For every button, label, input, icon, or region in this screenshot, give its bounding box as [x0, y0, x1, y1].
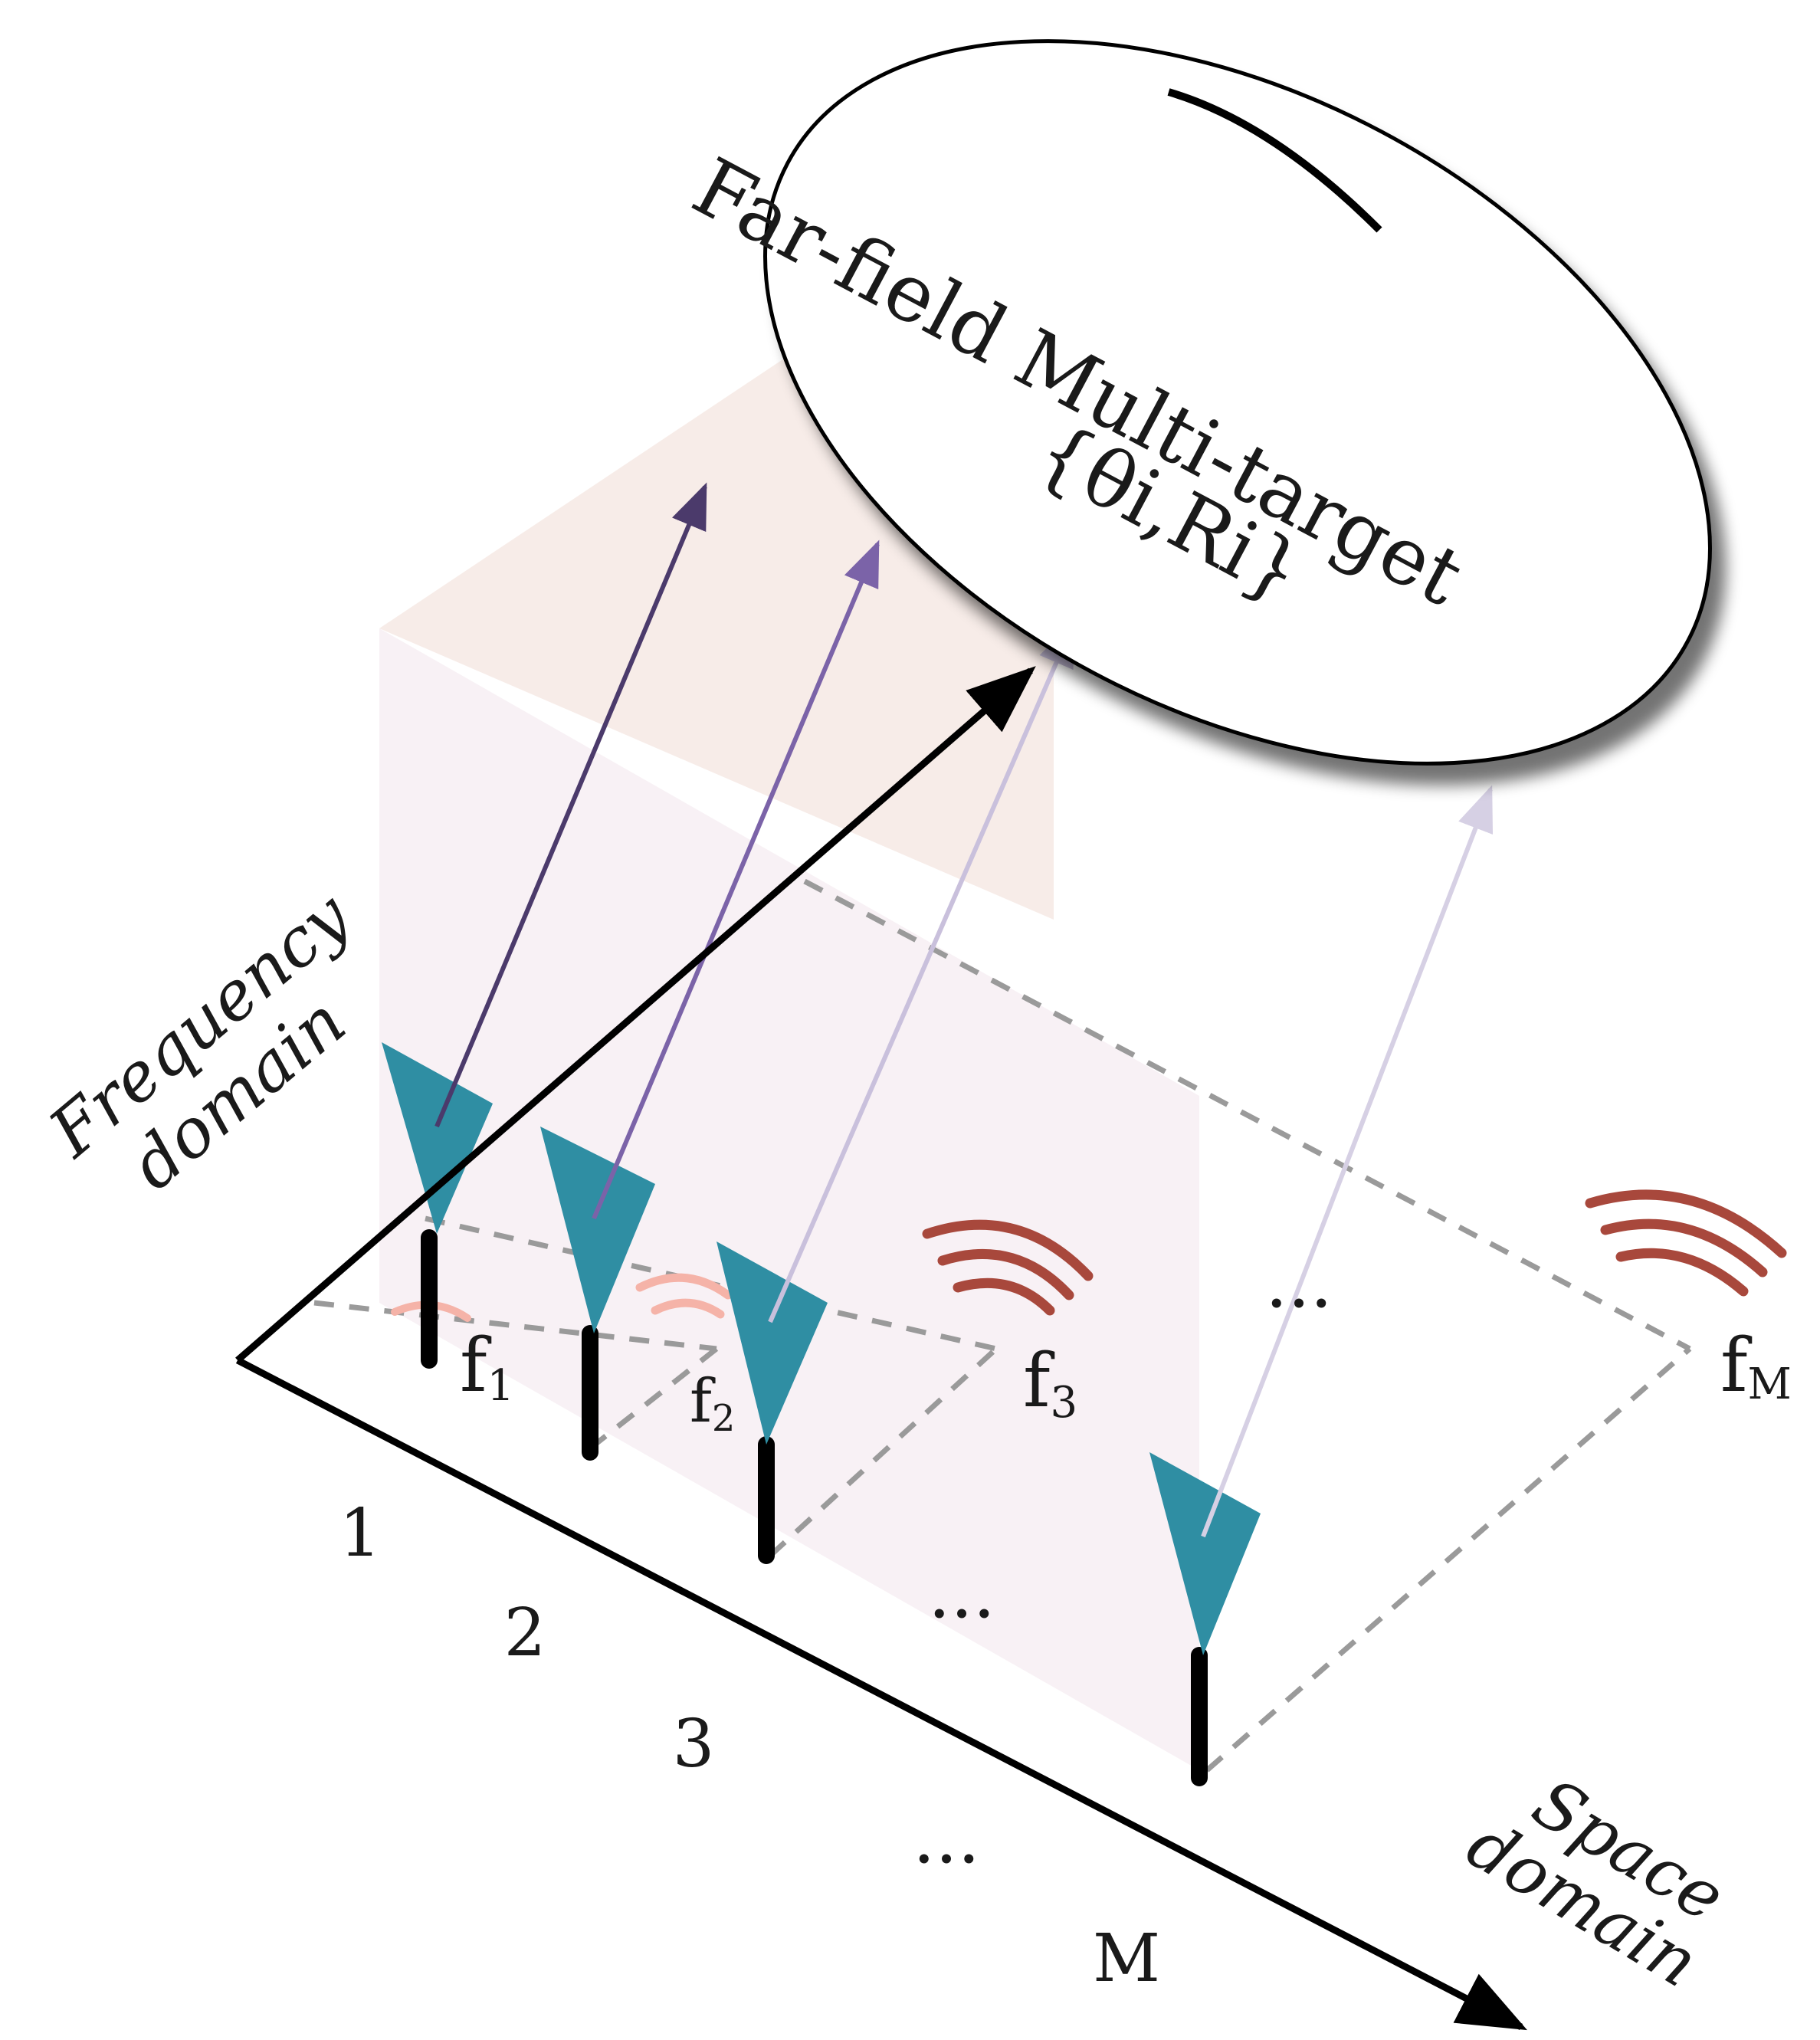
antenna-icons [382, 1042, 1261, 1655]
antenna-2-icon [540, 1127, 655, 1333]
antenna-3-icon [717, 1241, 828, 1445]
far-field-target-ellipse [763, 39, 1712, 766]
beam-arrow-2 [592, 540, 880, 1220]
ellipse-rim-highlight [1167, 88, 1382, 233]
beam-arrow-m [1201, 785, 1494, 1538]
freq-label-f2: f2 [690, 1367, 735, 1440]
frequency-axis [235, 666, 1036, 1363]
space-axis-label: Space domain [1454, 1763, 1738, 2002]
freq-label-f3: f3 [1023, 1338, 1077, 1428]
space-tick-1: 1 [339, 1495, 382, 1572]
frequency-plane-front [379, 628, 1199, 1770]
space-tick-ellipsis: ... [913, 1797, 980, 1879]
space-tick-2: 2 [504, 1595, 546, 1671]
freq-label-fm: fM [1720, 1323, 1792, 1409]
antenna-m-icon [1149, 1452, 1261, 1655]
antenna-posts [421, 1229, 1208, 1786]
wave-icon-f3 [922, 1219, 1094, 1316]
frequency-axis-label: Frequency domain [33, 876, 365, 1205]
wave-icon-f2 [635, 1273, 733, 1319]
array-ellipsis: ... [928, 1552, 995, 1634]
freq-label-f1: f1 [460, 1323, 514, 1411]
space-axis [235, 1357, 1527, 2031]
beam-arrow-3 [768, 620, 1075, 1323]
antenna-1-icon [382, 1042, 493, 1234]
space-tick-m: M [1093, 1920, 1160, 1997]
beam-arrow-1 [435, 482, 707, 1128]
wave-icon-fm [1585, 1189, 1787, 1297]
space-tick-3: 3 [673, 1706, 715, 1783]
frequency-ellipsis: ... [1265, 1241, 1333, 1323]
